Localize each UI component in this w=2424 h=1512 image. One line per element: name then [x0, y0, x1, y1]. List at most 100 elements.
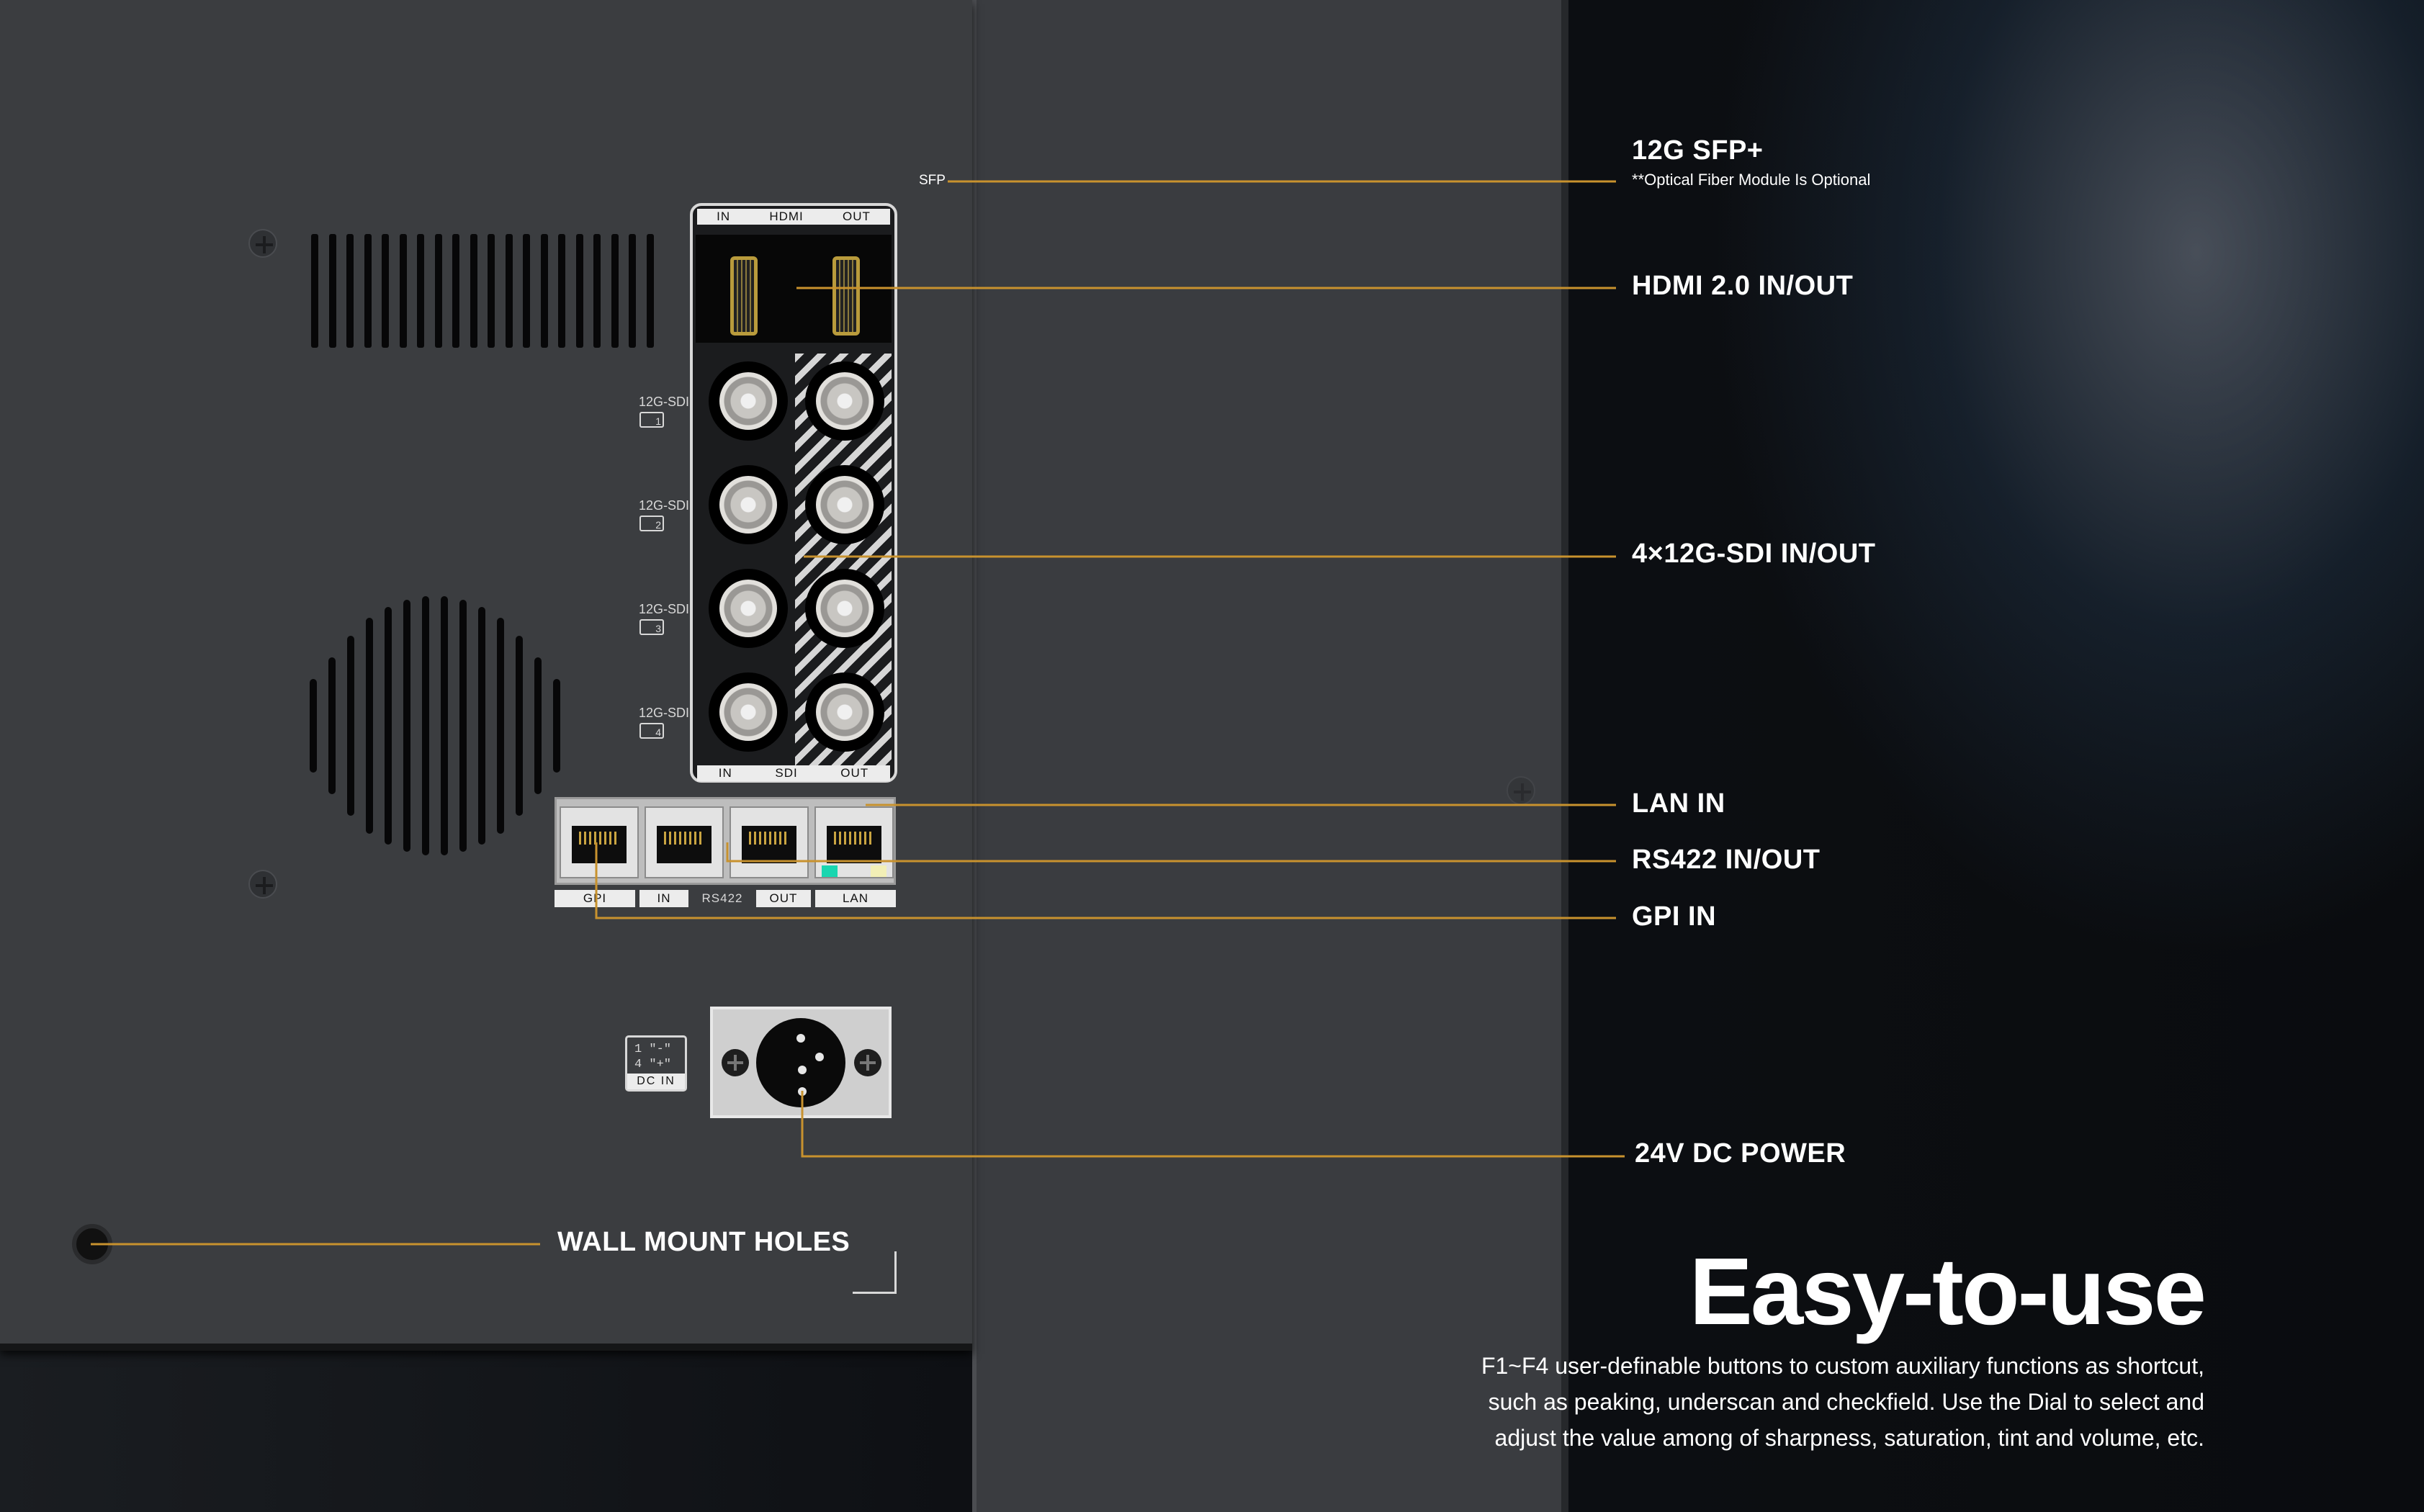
sdi-in-2-connector [709, 465, 788, 544]
hdmi-in-port [730, 256, 758, 336]
vent-slot [434, 234, 442, 348]
xlr-socket [756, 1018, 845, 1107]
screw-icon [1507, 776, 1535, 805]
vent-slot [505, 234, 513, 348]
callout-hdmi: HDMI 2.0 IN/OUT [1632, 271, 1854, 301]
fan-slot [459, 600, 467, 852]
vent-slot [629, 234, 636, 348]
hdmi-label-bar: IN HDMI OUT [697, 209, 890, 225]
sdi-mid-label: SDI [775, 766, 798, 780]
vent-slot [382, 234, 389, 348]
screw-icon [248, 229, 277, 258]
vent-slot [470, 234, 477, 348]
vent-slot [646, 234, 654, 348]
description-line-1: F1~F4 user-definable buttons to custom a… [1481, 1353, 2204, 1379]
vent-slot [575, 234, 583, 348]
description-line-2: such as peaking, underscan and checkfiel… [1488, 1389, 2204, 1415]
vent-slot [452, 234, 459, 348]
vent-slot [364, 234, 372, 348]
sdi-number-4: 4 [639, 723, 664, 739]
sdi-out-4-connector [805, 672, 884, 752]
dc-pin-legend: 1 "-" 4 "+" [634, 1043, 672, 1071]
sdi-out-1-connector [805, 361, 884, 441]
vent-slot [328, 234, 336, 348]
vent-slot [540, 234, 548, 348]
device-bottom-edge [0, 1344, 972, 1351]
connector-panel: IN HDMI OUT IN SDI OUT [690, 203, 897, 783]
sdi-in-label: IN [718, 766, 732, 780]
sdi-label-2: 12G-SDI [639, 498, 690, 513]
sdi-number-3: 3 [639, 619, 664, 635]
callout-gpi: GPI IN [1632, 901, 1717, 932]
fan-slot [534, 657, 542, 794]
rj45-port-row [555, 797, 896, 885]
rs422-in-port [645, 806, 724, 878]
fan-slot [553, 679, 560, 773]
fan-slot [385, 607, 392, 845]
vent-slot [593, 234, 601, 348]
fan-slot [478, 607, 485, 845]
fan-slot [422, 596, 429, 855]
rs422-in-label: IN [639, 890, 688, 907]
lan-led-green [822, 865, 838, 877]
sdi-label-bar: IN SDI OUT [697, 765, 890, 781]
sdi-number-1: 1 [639, 412, 664, 428]
callout-power: 24V DC POWER [1635, 1138, 1846, 1169]
fan-slot [497, 618, 504, 834]
hdmi-mid-label: HDMI [769, 210, 804, 223]
gpi-port [560, 806, 639, 878]
vent-slot [399, 234, 407, 348]
device-side-plate [972, 0, 1568, 1512]
vent-slot [611, 234, 619, 348]
lan-label: LAN [815, 890, 896, 907]
fan-slot [328, 657, 336, 794]
feature-description: F1~F4 user-definable buttons to custom a… [1412, 1348, 2204, 1456]
fan-slot [403, 600, 410, 852]
fan-slot [310, 679, 317, 773]
gpi-label: GPI [555, 890, 635, 907]
vent-slot [311, 234, 318, 348]
sdi-label-1: 12G-SDI [639, 395, 690, 409]
screw-icon [722, 1049, 749, 1076]
sdi-out-label: OUT [840, 766, 869, 780]
callout-wall-mount: WALL MOUNT HOLES [557, 1227, 850, 1257]
sdi-in-1-connector [709, 361, 788, 441]
screw-icon [854, 1049, 881, 1076]
rj45-label-bar: GPI IN RS422 OUT LAN [555, 890, 896, 907]
xlr-power-connector [710, 1007, 892, 1118]
callout-sfp-title: 12G SFP+ [1632, 135, 1764, 166]
callout-sdi: 4×12G-SDI IN/OUT [1632, 539, 1876, 569]
dc-in-label: DC IN [627, 1074, 685, 1089]
top-vent-grille [311, 234, 664, 348]
hdmi-port-area [696, 235, 892, 343]
lan-led-yellow [871, 865, 886, 877]
sdi-out-2-connector [805, 465, 884, 544]
vent-slot [488, 234, 495, 348]
vent-slot [523, 234, 530, 348]
fan-slot [347, 636, 354, 816]
sdi-label-3: 12G-SDI [639, 602, 690, 616]
callout-lan: LAN IN [1632, 788, 1725, 819]
fan-slot [516, 636, 523, 816]
rs422-out-label: OUT [756, 890, 811, 907]
vent-slot [558, 234, 565, 348]
vent-slot [417, 234, 424, 348]
sdi-in-3-connector [709, 569, 788, 648]
dc-in-badge: 1 "-" 4 "+" DC IN [625, 1035, 687, 1092]
sfp-tag: SFP [919, 173, 946, 188]
fan-grille [310, 596, 569, 855]
fan-slot [441, 596, 448, 855]
callout-sfp-note: **Optical Fiber Module Is Optional [1632, 171, 1871, 189]
rs422-label: RS422 [701, 891, 743, 905]
callout-rs422: RS422 IN/OUT [1632, 845, 1821, 875]
sdi-label-4: 12G-SDI [639, 706, 690, 720]
fan-slot [366, 618, 373, 834]
sdi-in-4-connector [709, 672, 788, 752]
description-line-3: adjust the value among of sharpness, sat… [1494, 1425, 2204, 1451]
sdi-number-2: 2 [639, 516, 664, 531]
wall-mount-hole [72, 1224, 112, 1264]
hdmi-out-label: OUT [843, 210, 871, 223]
rs422-out-port [730, 806, 809, 878]
feature-headline: Easy-to-use [1689, 1238, 2207, 1344]
